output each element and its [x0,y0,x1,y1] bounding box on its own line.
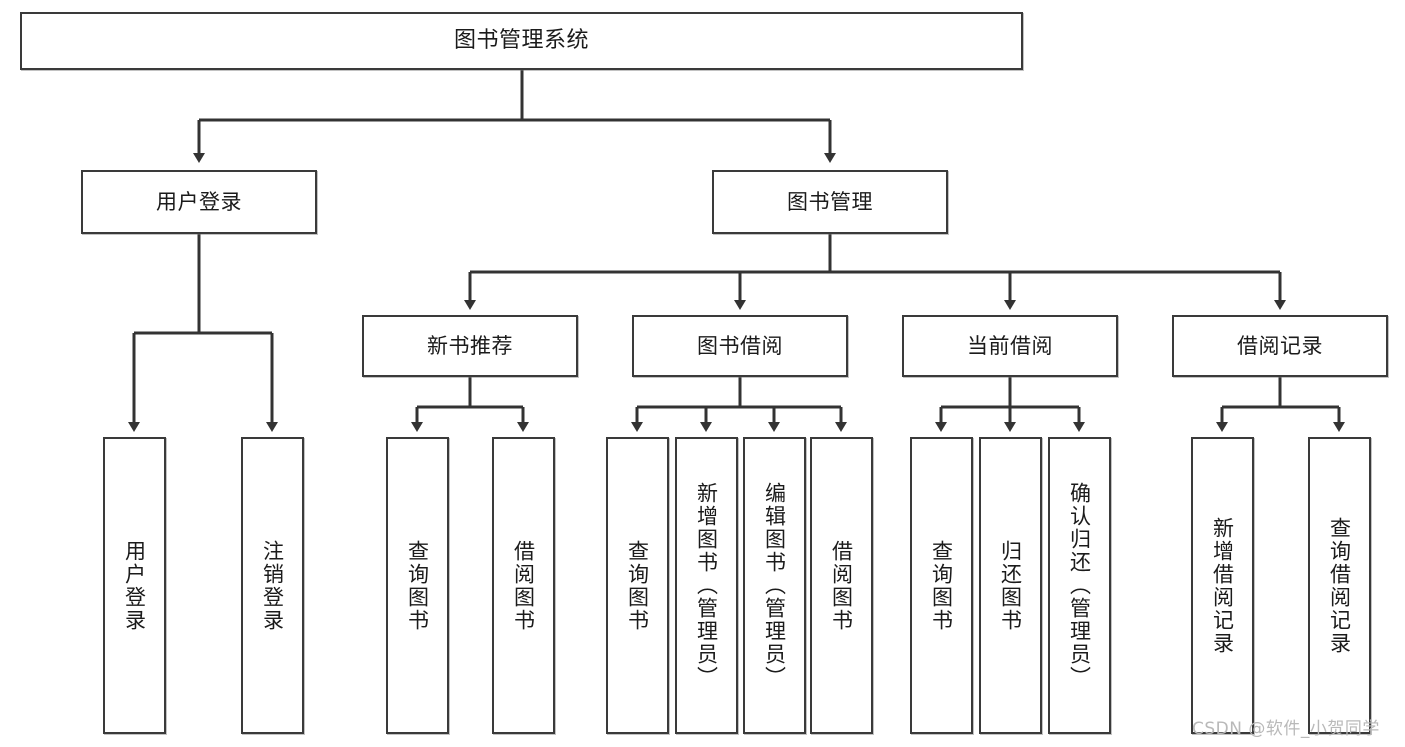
node-label: 用户登录 [122,539,147,632]
node-label: 图书管理 [787,189,873,214]
node-borrow-record[interactable]: 借阅记录 [1172,315,1388,377]
leaf-query-book-recommend[interactable]: 查询图书 [386,437,449,734]
leaf-return-book[interactable]: 归还图书 [979,437,1042,734]
leaf-add-book-admin[interactable]: 新增图书（管理员） [675,437,738,734]
node-label: 用户登录 [156,189,242,214]
leaf-logout[interactable]: 注销登录 [241,437,304,734]
leaf-query-book-borrow[interactable]: 查询图书 [606,437,669,734]
node-book-borrow[interactable]: 图书借阅 [632,315,848,377]
node-label: 借阅图书 [511,539,536,632]
node-user-login[interactable]: 用户登录 [81,170,317,234]
leaf-query-borrow-record[interactable]: 查询借阅记录 [1308,437,1371,734]
node-label: 查询借阅记录 [1327,516,1352,655]
leaf-borrow-book[interactable]: 借阅图书 [810,437,873,734]
leaf-user-login[interactable]: 用户登录 [103,437,166,734]
node-label: 注销登录 [260,539,285,632]
node-label: 确认归还（管理员） [1067,482,1092,689]
node-label: 图书借阅 [697,333,783,358]
leaf-edit-book-admin[interactable]: 编辑图书（管理员） [743,437,806,734]
leaf-add-borrow-record[interactable]: 新增借阅记录 [1191,437,1254,734]
node-label: 查询图书 [405,539,430,632]
node-label: 编辑图书（管理员） [762,482,787,689]
node-label: 当前借阅 [967,333,1053,358]
leaf-confirm-return-admin[interactable]: 确认归还（管理员） [1048,437,1111,734]
node-label: 新增借阅记录 [1210,516,1235,655]
node-root-system[interactable]: 图书管理系统 [20,12,1023,70]
node-label: 新增图书（管理员） [694,482,719,689]
csdn-watermark: CSDN @软件_小贺同学 [1192,719,1380,739]
node-label: 查询图书 [929,539,954,632]
leaf-query-book-current[interactable]: 查询图书 [910,437,973,734]
node-new-book-recommend[interactable]: 新书推荐 [362,315,578,377]
node-label: 新书推荐 [427,333,513,358]
node-current-borrow[interactable]: 当前借阅 [902,315,1118,377]
node-label: 借阅记录 [1237,333,1323,358]
node-label: 归还图书 [998,539,1023,632]
node-label: 图书管理系统 [453,28,589,54]
node-book-management[interactable]: 图书管理 [712,170,948,234]
node-label: 借阅图书 [829,539,854,632]
node-label: 查询图书 [625,539,650,632]
leaf-borrow-book-recommend[interactable]: 借阅图书 [492,437,555,734]
